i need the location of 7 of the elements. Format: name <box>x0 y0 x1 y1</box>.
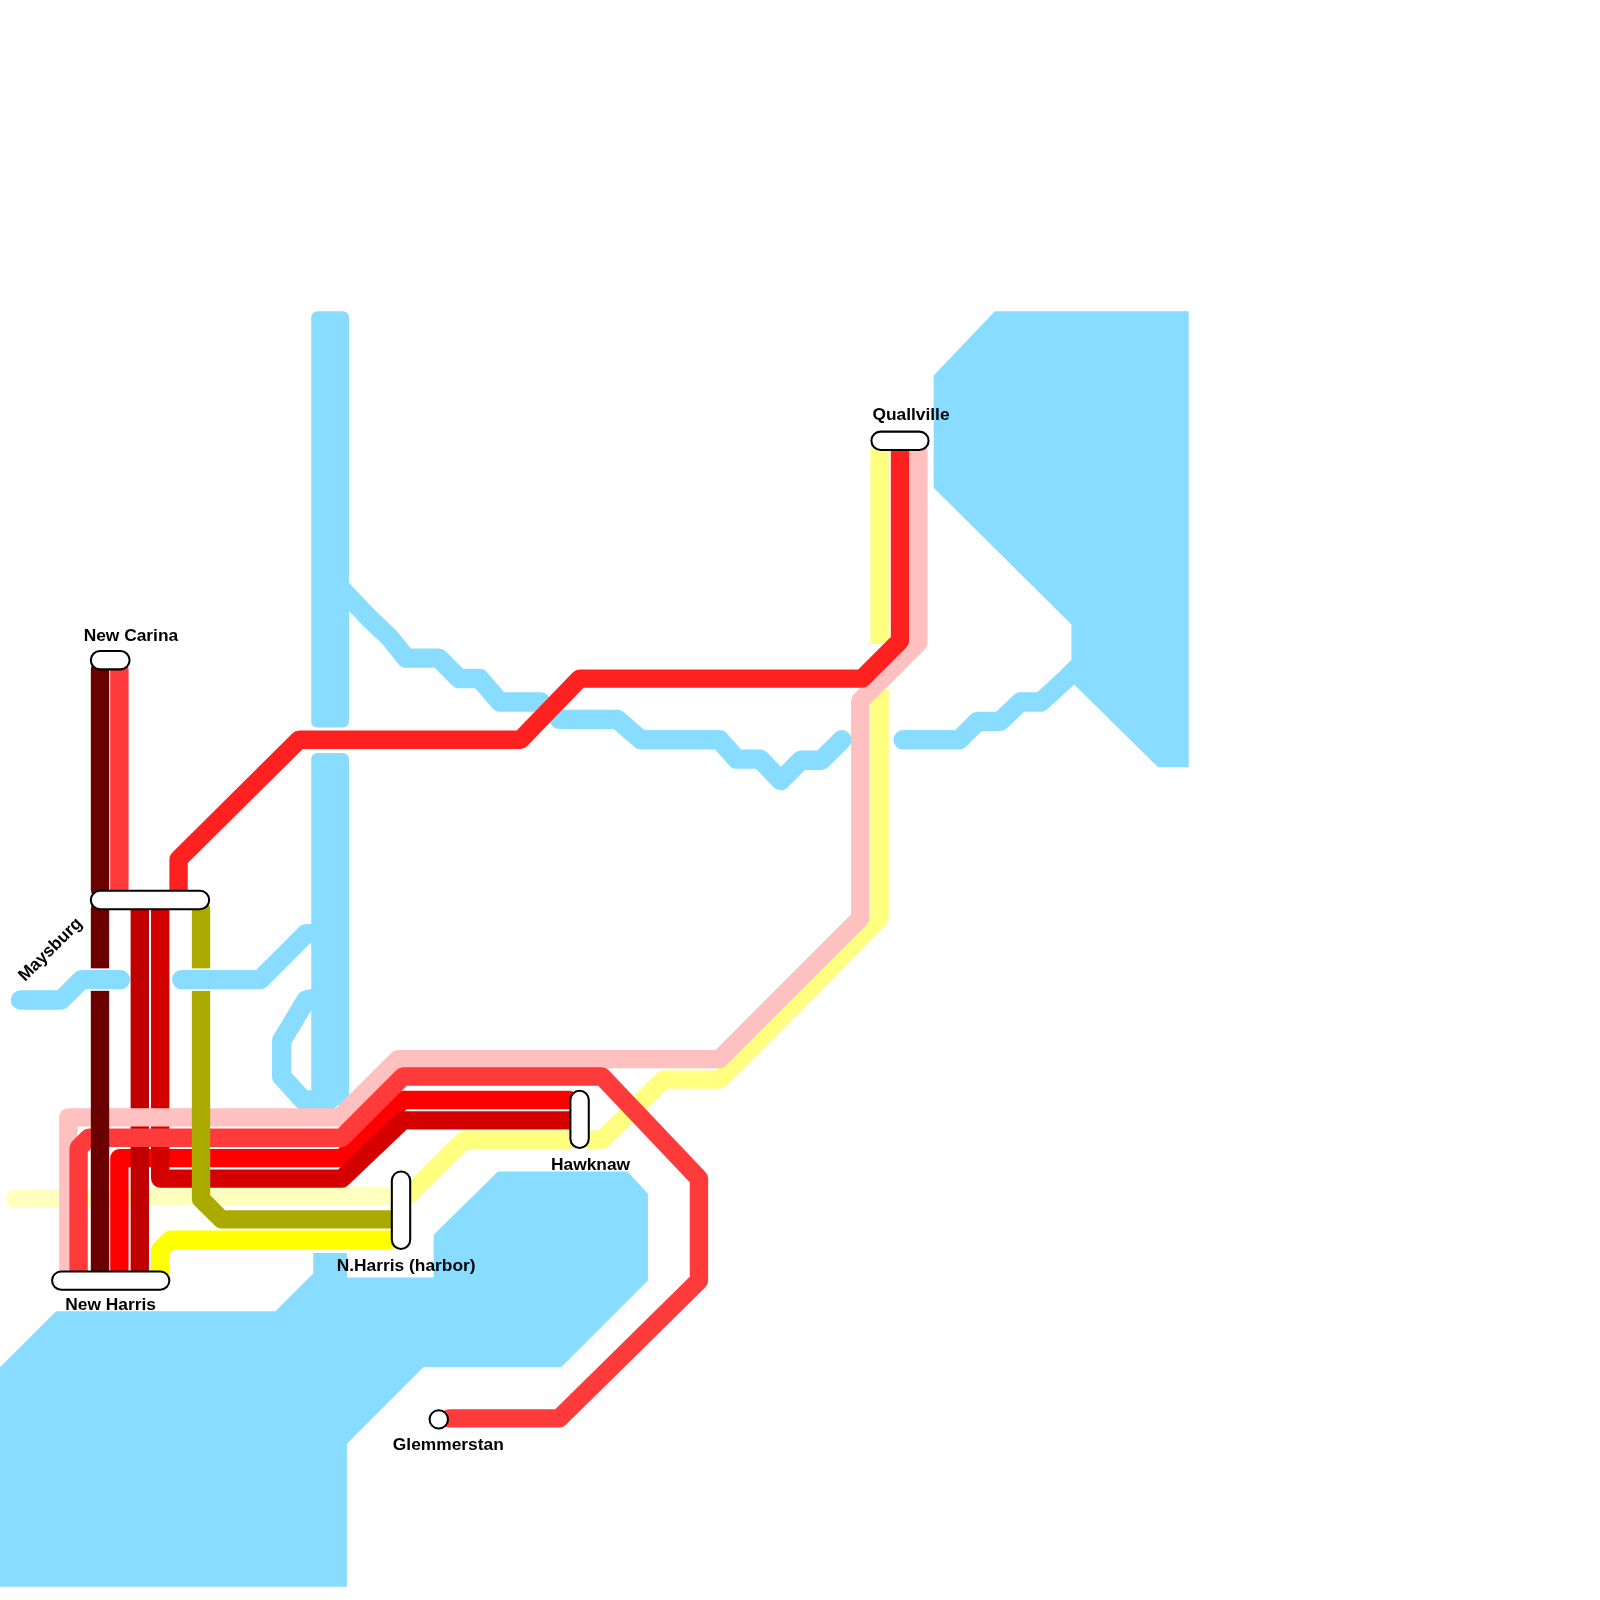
transit-line <box>69 1067 709 1428</box>
station-name: Glemmerstan <box>392 1434 504 1456</box>
station-name: N.Harris (harbor) <box>336 1256 476 1277</box>
station-name: New Harris <box>65 1294 156 1316</box>
station-name: New Carina <box>83 625 179 646</box>
station-name: Quallville <box>872 405 950 426</box>
station-name: Hawknaw <box>551 1155 631 1176</box>
